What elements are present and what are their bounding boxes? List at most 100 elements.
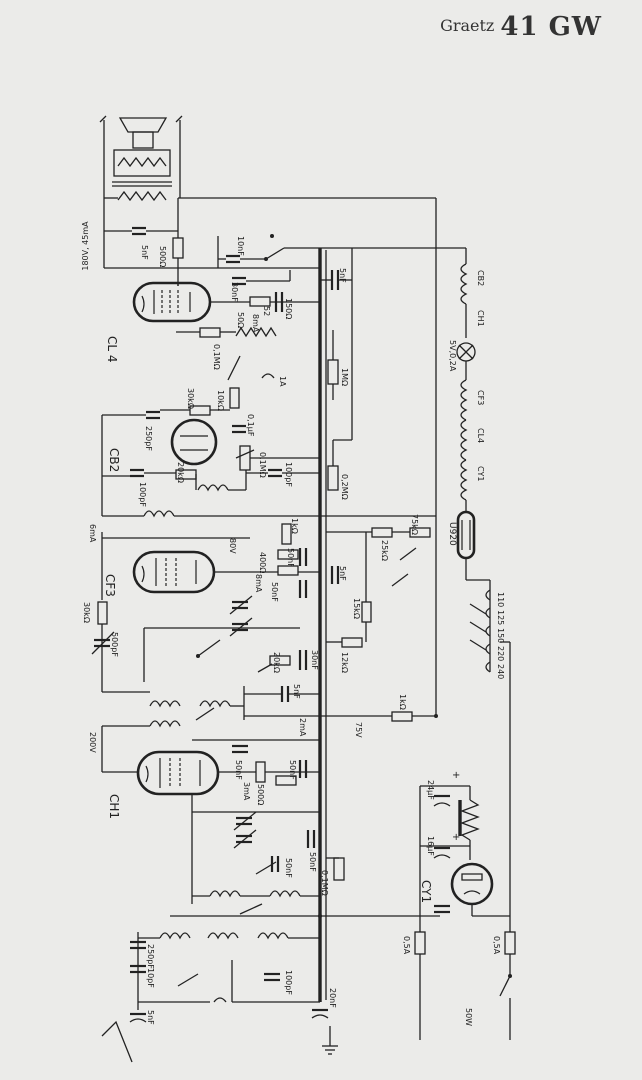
label-r-01m: 0,1MΩ	[212, 344, 221, 370]
label-ch1-screen: 3mA	[242, 782, 251, 801]
if-coil-cb2	[197, 484, 229, 492]
label-r-12k: 12kΩ	[340, 652, 349, 673]
label-supply-75v: 75V	[354, 722, 363, 738]
osc-coil-a	[149, 700, 181, 708]
resistor-20k-b	[269, 655, 291, 666]
antenna-symbol	[101, 1020, 133, 1063]
label-fuse-right: 0,5A	[492, 936, 501, 955]
resistor-150	[249, 296, 271, 307]
tube-label-cf3: CF3	[103, 574, 117, 597]
filament-lamp-rating: 5V,0,2A	[448, 340, 457, 372]
fuse-left	[414, 931, 426, 955]
label-c-100pf-a: 100pF	[138, 482, 147, 507]
resistor-25k	[371, 527, 393, 538]
wave-switch-b	[391, 573, 409, 587]
voltage-selector	[469, 580, 511, 932]
label-r-20k: 20kΩ	[176, 462, 185, 483]
label-r-30k-b: 30kΩ	[82, 602, 91, 623]
diagram-title: Graetz 41 GW	[440, 12, 602, 42]
label-fuse-left: 0,5A	[402, 936, 411, 955]
label-power: 50W	[464, 1008, 473, 1026]
label-cf3-current: 6mA	[88, 524, 97, 543]
antenna-coil-b	[207, 932, 239, 940]
label-c-01uf: 0,1µF	[246, 414, 255, 437]
tube-label-cl4: CL 4	[105, 336, 119, 363]
label-r-02m: 0,2MΩ	[340, 474, 349, 500]
label-cap-24uf: 24µF	[426, 780, 435, 800]
label-r-15k: 15kΩ	[352, 598, 361, 619]
wave-switch-a	[399, 547, 417, 561]
resistor-1m	[327, 359, 339, 385]
label-speaker-fuse: 1A	[278, 376, 287, 387]
label-r-500: 500Ω	[158, 246, 167, 267]
label-r-30k: 30kΩ	[186, 388, 195, 409]
resistor-1k-a	[281, 523, 292, 545]
resistor-ch1-g2	[275, 775, 297, 786]
antenna-switch	[177, 973, 199, 987]
antenna-coil-a	[159, 932, 191, 940]
label-r-1k-a: 1kΩ	[290, 518, 299, 534]
resistor-75k	[409, 527, 431, 538]
trimmer-arrow	[91, 631, 115, 655]
loudspeaker	[99, 115, 183, 198]
band-switch-ch1	[255, 861, 277, 875]
label-cf3-screen: 8mA	[254, 574, 263, 593]
tube-label-cy1: CY1	[419, 880, 433, 903]
fuse-right	[504, 931, 516, 955]
speaker-switch	[227, 355, 241, 381]
label-c-100pf-c: 100pF	[284, 970, 293, 995]
label-cf3-anode: 80V	[228, 538, 237, 554]
model-name: 41 GW	[500, 12, 602, 42]
output-transformer	[104, 149, 172, 202]
resistor-500-b	[255, 761, 266, 783]
label-c-250pf-b: 250pF	[146, 944, 155, 969]
label-r-150: 150Ω	[284, 298, 293, 319]
osc-switch	[195, 707, 215, 721]
ant-socket	[213, 997, 227, 1003]
label-c-30nf: 30nF	[230, 282, 239, 302]
tube-u920	[456, 510, 476, 560]
filament-cb2: CB2	[476, 270, 485, 286]
filament-chain	[456, 263, 476, 512]
band-switch-cf3	[197, 639, 221, 657]
tap-220: 220	[496, 646, 505, 661]
label-c-5nf-c: 5nF	[292, 684, 301, 699]
band-switch-in	[239, 903, 263, 915]
label-c-10nf: 10nF	[236, 236, 245, 256]
label-r-75k: 75kΩ	[410, 514, 419, 535]
resistor-cf3-g2	[277, 565, 299, 576]
ground-symbol	[322, 1026, 338, 1055]
resistor-500	[172, 237, 184, 259]
tube-cl4	[132, 281, 212, 323]
filter-resistor	[460, 799, 480, 841]
resistor-400	[277, 549, 299, 560]
label-c-50nf-d: 50nF	[288, 760, 297, 780]
label-cl4-supply: 180V, 45mA	[81, 221, 90, 271]
speaker-fuse-socket	[261, 373, 275, 379]
input-coil-b	[269, 890, 301, 898]
label-r-20k-b: 20kΩ	[272, 652, 281, 673]
tap-110: 110	[496, 592, 505, 607]
tone-switch-contact	[270, 234, 274, 238]
tube-cf3	[132, 550, 216, 594]
resistor-30k-b	[97, 601, 108, 625]
label-c-5nf-mid: 5nF	[338, 566, 347, 581]
tap-125: 125	[496, 610, 505, 625]
brand-name: Graetz	[440, 16, 495, 35]
label-c-50nf-f: 50nF	[284, 858, 293, 878]
tube-label-ch1: CH1	[107, 794, 121, 819]
power-switch[interactable]	[499, 975, 511, 997]
label-c-50nf-b: 50nF	[270, 582, 279, 602]
resistor-01m-b	[333, 857, 345, 881]
resistor-15k	[361, 601, 372, 623]
resistor-12k	[341, 637, 363, 648]
label-c-100pf-b: 100pF	[284, 462, 293, 487]
label-c-50nf-e: 50nF	[308, 852, 317, 872]
label-r-50-fb: 50Ω	[236, 312, 245, 328]
label-r-10k: 10kΩ	[216, 390, 225, 411]
label-osc-current: 2mA	[298, 718, 307, 737]
filament-cl4: CL4	[476, 428, 485, 443]
if-filter-coil	[143, 510, 175, 518]
